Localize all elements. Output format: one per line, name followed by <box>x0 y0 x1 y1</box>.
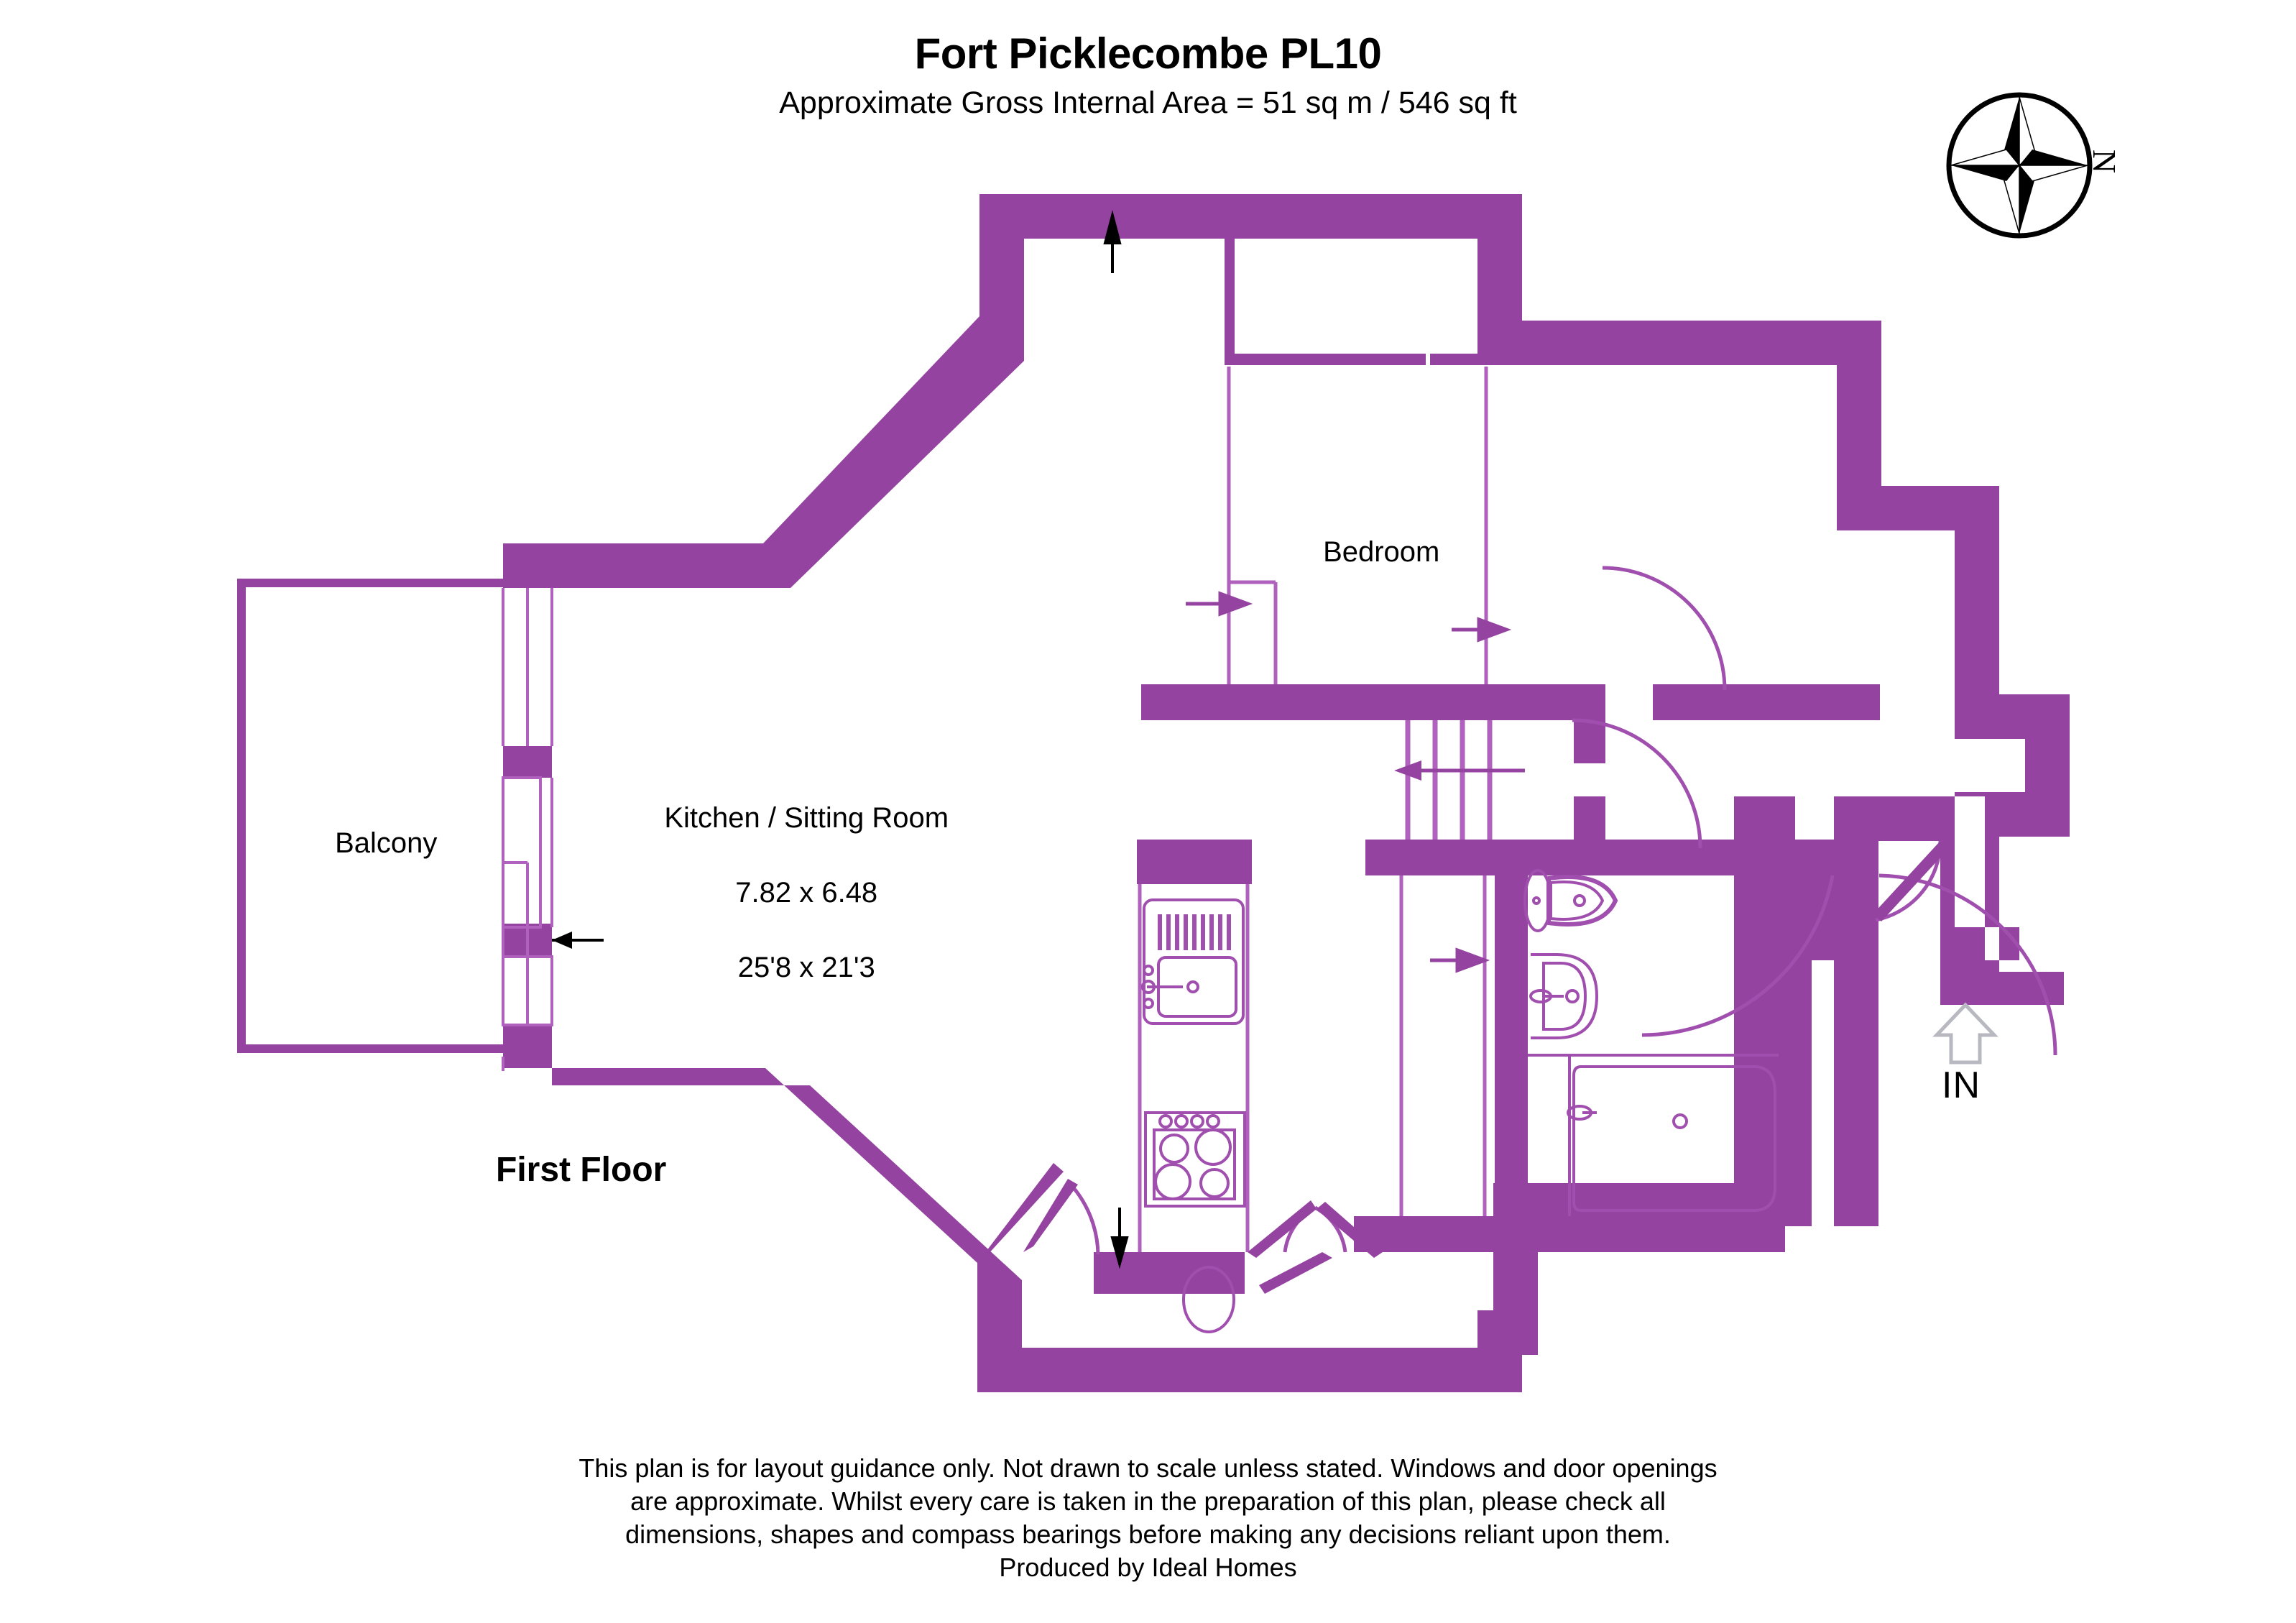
direction-arrows <box>1103 210 1129 1269</box>
kitchen-sink <box>1141 898 1245 1025</box>
room-name: Kitchen / Sitting Room <box>664 802 949 834</box>
compass-north-label: N <box>2086 149 2124 174</box>
room-name: Balcony <box>335 827 438 859</box>
bathroom-wc <box>1523 869 1618 932</box>
door-swings <box>1572 566 2057 1056</box>
interior-walls <box>1094 239 1880 1294</box>
door-leaves <box>977 841 1950 1294</box>
direction-arrow-balcony <box>552 932 604 949</box>
room-dimension-imperial: 25'8 x 21'3 <box>737 952 875 983</box>
entrance-arrow-icon <box>1932 1002 1998 1065</box>
compass-rose <box>1946 92 2093 239</box>
bottom-door-leaves <box>1023 1179 1383 1258</box>
balcony-outline <box>237 579 504 1053</box>
round-table <box>1182 1266 1235 1333</box>
balcony-glazed-doors <box>502 543 604 1071</box>
stairs-direction-arrow <box>1394 760 1525 781</box>
bedroom-arrows <box>1186 591 1512 973</box>
room-label-balcony: Balcony <box>248 787 492 899</box>
stairs <box>1394 720 1525 840</box>
room-label-bedroom: Bedroom <box>1222 496 1509 608</box>
room-dimension-metric: 7.82 x 6.48 <box>735 877 878 909</box>
room-name: Bedroom <box>1323 536 1440 568</box>
kitchen-hob <box>1144 1111 1246 1208</box>
bathroom-basin <box>1529 953 1599 1039</box>
floor-level-label: First Floor <box>496 1151 667 1189</box>
bathroom-bath <box>1528 1054 1779 1216</box>
room-label-kitchen-sitting-room: Kitchen / Sitting Room 7.82 x 6.48 25'8 … <box>604 762 977 1024</box>
entrance-in-label: IN <box>1942 1065 1981 1106</box>
